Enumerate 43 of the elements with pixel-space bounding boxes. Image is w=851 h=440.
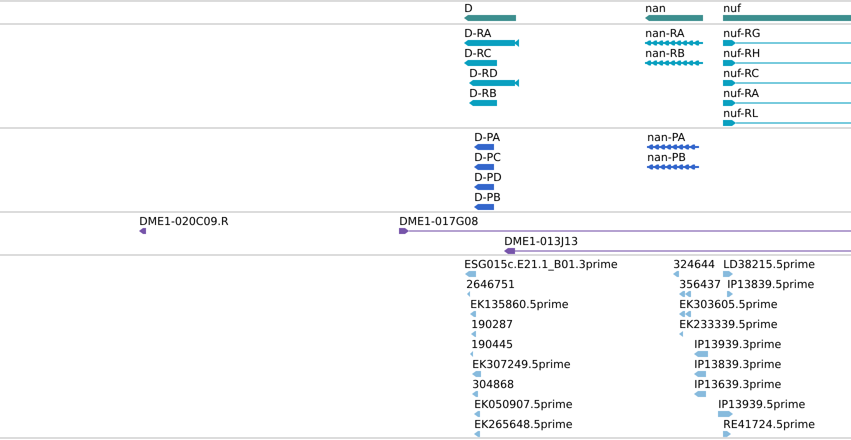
- feature-label: IP13839.3prime: [695, 360, 781, 370]
- feature-label: D-PB: [475, 193, 500, 201]
- feature-label: nuf-RH: [724, 48, 760, 58]
- feature-label: D-RA: [465, 29, 492, 37]
- feature-label: IP13939.3prime: [695, 340, 781, 350]
- feature-label: D-PA: [475, 133, 500, 141]
- feature-label: nan-RB: [646, 49, 684, 58]
- feature-label: D: [465, 4, 472, 12]
- feature-label: IP13939.5prime: [719, 400, 805, 410]
- feature-label: nan-PB: [648, 153, 686, 162]
- feature-label: IP13839.5prime: [728, 280, 814, 290]
- feature-label: 190445: [472, 340, 512, 348]
- feature-label: EK135860.5prime: [471, 300, 568, 310]
- feature-label: 2646751: [467, 280, 514, 288]
- feature-label: D-PC: [475, 152, 500, 162]
- feature-label: EK050907.5prime: [475, 400, 572, 410]
- feature-label: EK307249.5prime: [473, 360, 570, 370]
- feature-label: 190287: [472, 320, 512, 328]
- feature-label: EK233339.5prime: [680, 320, 777, 330]
- feature-label: D-RB: [470, 89, 496, 97]
- feature-label: LD38215.5prime: [724, 260, 814, 270]
- feature-label: nan-PA: [648, 133, 686, 142]
- feature-label: 356437: [680, 280, 720, 288]
- feature-label: nan-RA: [646, 29, 684, 38]
- feature-label: nan: [646, 6, 665, 12]
- feature-label: 324644: [674, 260, 714, 268]
- feature-label: nuf-RC: [724, 68, 758, 78]
- feature-label: 304868: [473, 380, 514, 388]
- feature-label: IP13639.3prime: [695, 380, 781, 390]
- feature-label: nuf-RA: [724, 88, 759, 98]
- feature-label: nuf-RG: [724, 28, 760, 38]
- feature-label: D-RD: [470, 69, 497, 77]
- feature-label: ESG015c.E21.1_B01.3prime: [465, 260, 618, 271]
- feature-label: nuf: [724, 4, 742, 12]
- feature-label: EK265648.5prime: [475, 420, 572, 430]
- feature-label: EK303605.5prime: [680, 300, 777, 310]
- feature-label: DME1-017G08: [400, 216, 478, 226]
- feature-label: D-PD: [475, 173, 501, 181]
- feature-label: DME1-013J13: [505, 236, 578, 248]
- feature-label: RE41724.5prime: [724, 420, 814, 430]
- feature-label: nuf-RL: [724, 108, 758, 118]
- feature-label: D-RC: [465, 48, 491, 58]
- feature-label: DME1-020C09.R: [140, 216, 228, 226]
